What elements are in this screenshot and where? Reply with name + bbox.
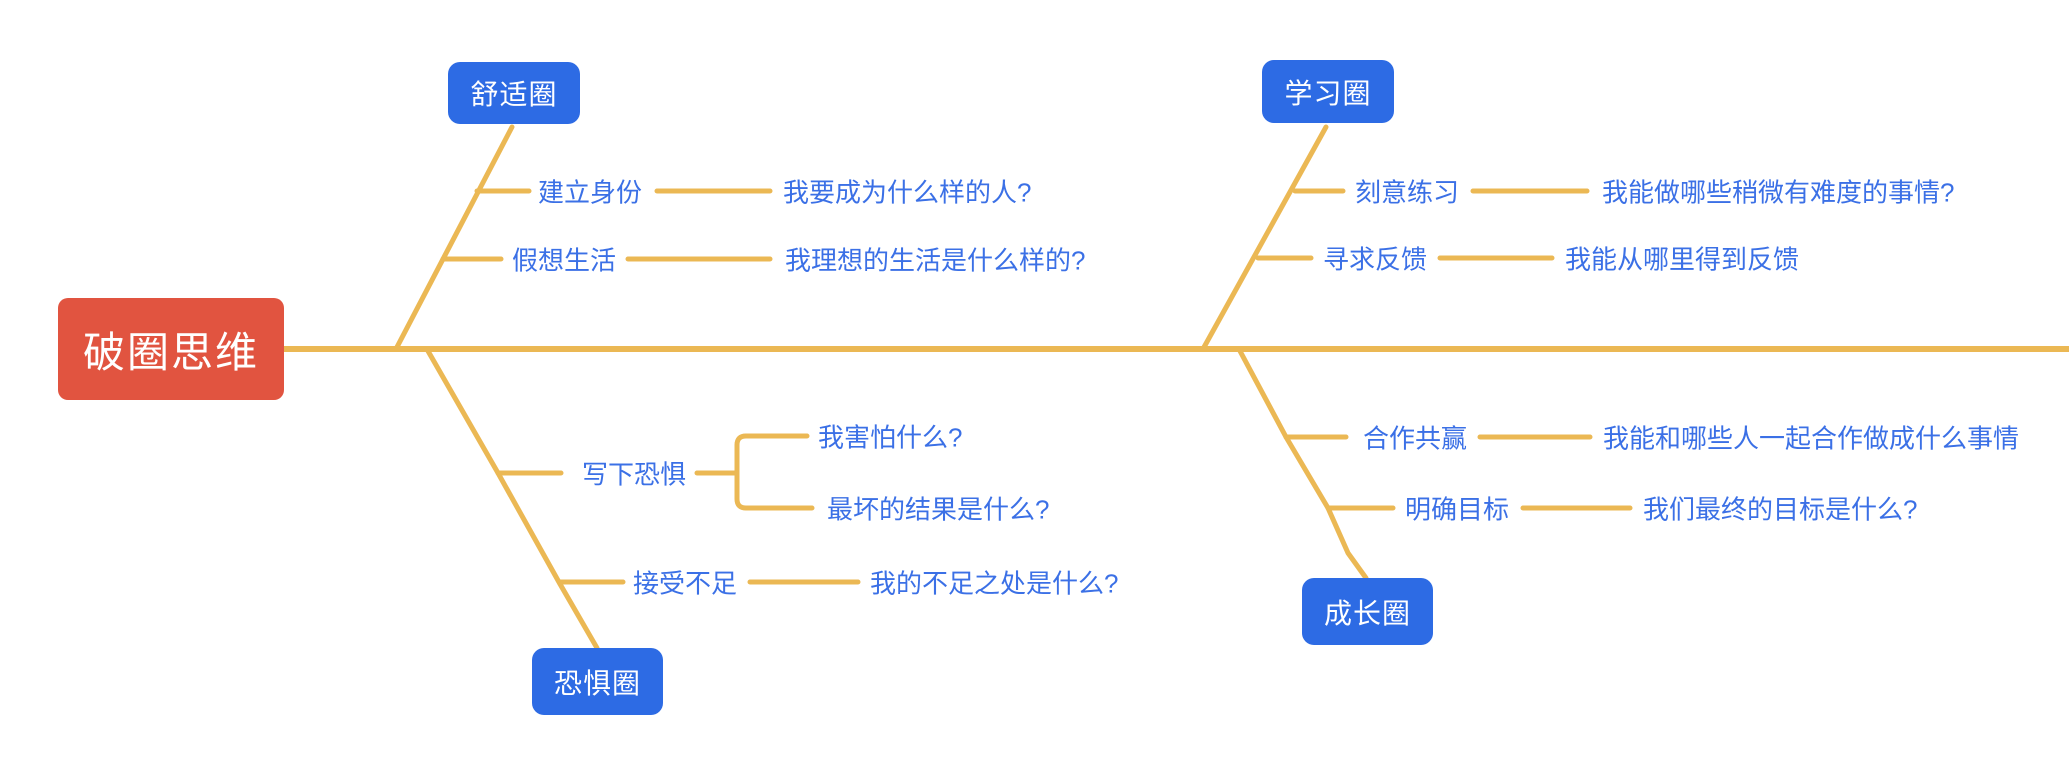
zone-node-label: 成长圈 [1323, 597, 1411, 629]
question-node[interactable]: 我能和哪些人一起合作做成什么事情 [1603, 423, 2020, 454]
zone-node-label: 舒适圈 [470, 79, 558, 110]
question-node[interactable]: 我要成为什么样的人? [783, 177, 1032, 208]
question-node[interactable]: 我们最终的目标是什么? [1643, 494, 1918, 525]
zone-node-label: 学习圈 [1284, 77, 1372, 109]
growth-branch-connector [1237, 348, 1369, 581]
zone-node-learning[interactable]: 学习圈 [1262, 60, 1394, 123]
topic-node[interactable]: 合作共赢 [1363, 423, 1468, 454]
topic-node[interactable]: 刻意练习 [1355, 177, 1460, 208]
question-node[interactable]: 我能做哪些稍微有难度的事情? [1602, 177, 1955, 208]
zone-node-fear[interactable]: 恐惧圈 [532, 648, 663, 715]
question-node[interactable]: 最坏的结果是什么? [827, 494, 1050, 525]
topic-node[interactable]: 寻求反馈 [1323, 244, 1428, 275]
question-node[interactable]: 我的不足之处是什么? [870, 568, 1119, 599]
topic-node[interactable]: 明确目标 [1405, 494, 1510, 525]
zone-node-label: 恐惧圈 [553, 667, 641, 699]
fear-child1-bracket [734, 433, 815, 511]
question-node[interactable]: 我害怕什么? [818, 422, 963, 453]
comfort-branch-connector [393, 124, 515, 352]
topic-node[interactable]: 假想生活 [512, 245, 617, 276]
root-node-label: 破圈思维 [82, 328, 259, 376]
fear-branch-connector [425, 348, 600, 651]
zone-node-growth[interactable]: 成长圈 [1302, 578, 1433, 645]
question-node[interactable]: 我能从哪里得到反馈 [1565, 244, 1800, 275]
question-node[interactable]: 我理想的生活是什么样的? [785, 245, 1086, 276]
topic-node[interactable]: 建立身份 [538, 177, 643, 208]
topic-node[interactable]: 接受不足 [633, 568, 738, 599]
zone-node-comfort[interactable]: 舒适圈 [448, 62, 580, 124]
root-node[interactable]: 破圈思维 [58, 298, 284, 400]
topic-node[interactable]: 写下恐惧 [582, 459, 687, 490]
learning-branch-connector [1200, 124, 1329, 352]
